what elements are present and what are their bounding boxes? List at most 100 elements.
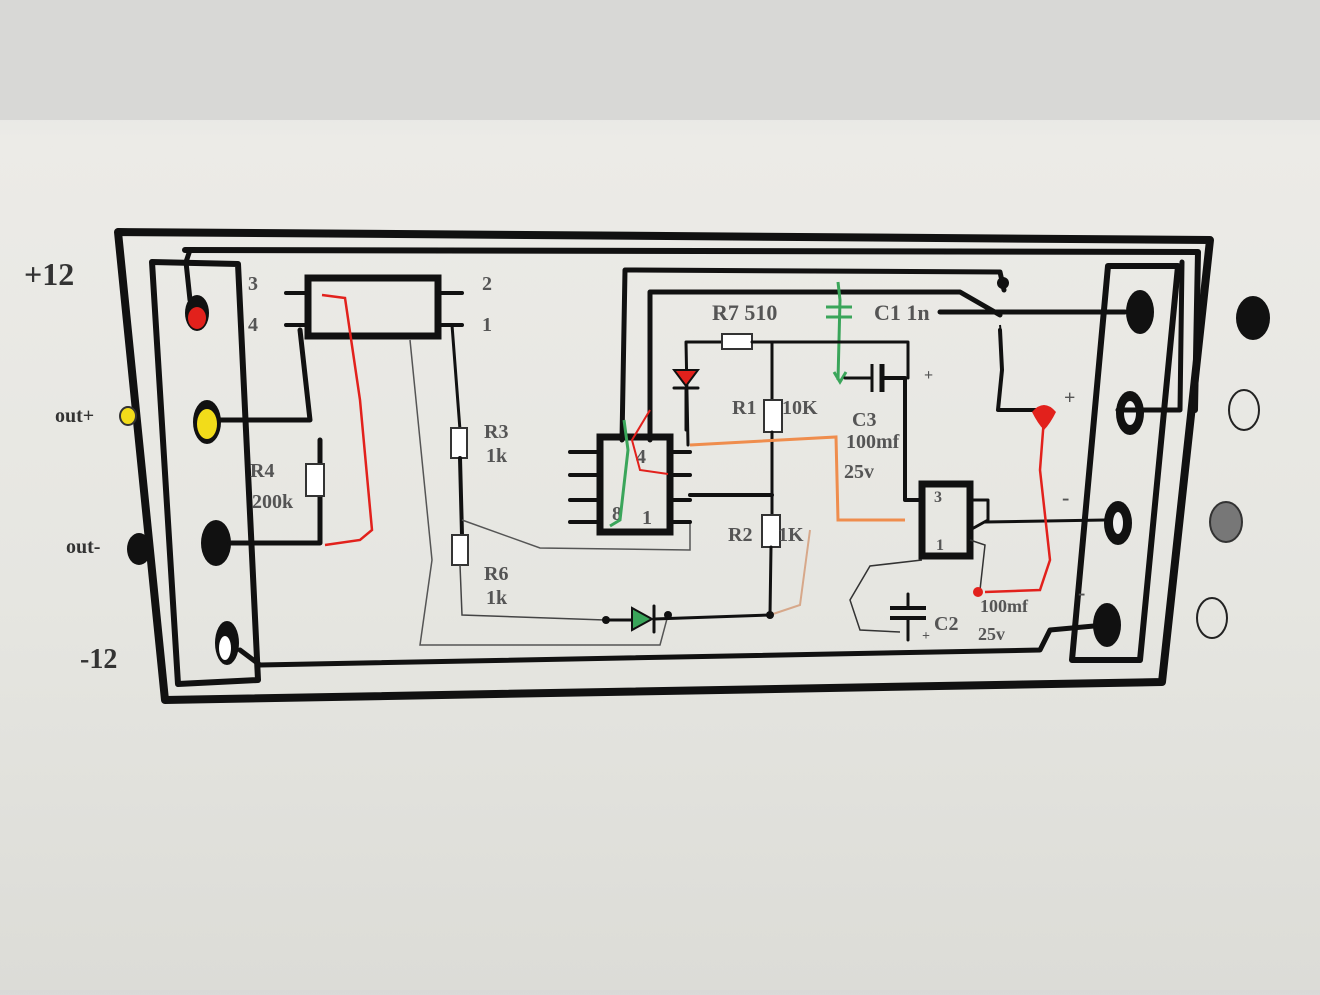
plus-mark: +	[1064, 387, 1075, 409]
diode-bottom	[631, 606, 655, 632]
label-out-minus: out-	[66, 536, 100, 558]
ic1-pin-8: 8	[612, 503, 622, 525]
tick-mark	[999, 324, 1002, 336]
ic1-chip	[596, 433, 674, 536]
r6-name: R6	[484, 563, 508, 585]
orange-wire	[689, 435, 905, 522]
ic2-pin-3: 3	[934, 489, 942, 506]
junction-dot	[766, 611, 774, 619]
yellow-marker	[197, 409, 217, 439]
c2-voltage: 25v	[978, 624, 1005, 644]
resistor-r4	[305, 463, 325, 497]
c1-label: C1 1n	[874, 300, 930, 325]
r1-value: 10K	[782, 397, 818, 419]
resistor-r3	[450, 427, 468, 459]
green-jumper-c1	[836, 281, 842, 381]
relay-pin-3: 3	[248, 273, 258, 295]
wire-r2-bottom	[768, 545, 773, 617]
diode-top	[672, 369, 700, 388]
wire-right-drop	[996, 328, 1042, 412]
r3-name: R3	[484, 421, 508, 443]
c2-plus: +	[922, 629, 930, 644]
green-jumper-ic	[609, 419, 630, 528]
c3-value: 100mf	[846, 431, 900, 453]
right-terminal-rail	[1069, 263, 1181, 663]
label-out-plus: out+	[55, 405, 94, 427]
r7-label: R7 510	[712, 300, 777, 325]
thin-wire-ic2	[969, 539, 986, 591]
r3-value: 1k	[486, 445, 508, 467]
wire-out-plus	[217, 327, 313, 423]
terminal-pad-r4	[1093, 603, 1121, 647]
minus-mark-b: -	[1078, 580, 1085, 605]
wire-top-inner	[647, 289, 1003, 443]
thin-wire-ic	[461, 519, 691, 551]
ic2-pin-1: 1	[936, 537, 944, 554]
relay-block	[304, 274, 442, 340]
white-marker	[219, 636, 231, 660]
c2-name: C2	[934, 613, 958, 635]
cap-c1	[826, 305, 852, 319]
thin-wire-c2	[849, 559, 923, 633]
out-minus-marker	[127, 533, 151, 565]
terminal-pad-out-minus	[201, 520, 231, 566]
relay-pin-1: 1	[482, 314, 492, 336]
ic1-pin-4: 4	[636, 446, 646, 468]
wire-r6-diode	[459, 564, 606, 621]
out-plus-marker	[119, 406, 137, 426]
resistor-r7	[721, 333, 753, 350]
r6-value: 1k	[486, 587, 508, 609]
red-marker	[188, 307, 206, 329]
wire-r7-right	[750, 340, 910, 380]
terminal-pad-r3-hole	[1113, 512, 1123, 534]
ic1-pins	[568, 450, 692, 524]
junction-dot	[664, 611, 672, 619]
r2-name: R2	[728, 524, 752, 546]
relay-pin-4: 4	[248, 314, 258, 336]
legend-dot-open	[1196, 597, 1228, 639]
wire-r3-r6	[458, 456, 464, 537]
resistor-r6	[451, 534, 469, 566]
wire-r2	[1115, 259, 1185, 413]
r4-value: 200k	[252, 491, 294, 513]
junction-dot	[997, 277, 1009, 289]
terminal-pad-r1	[1126, 290, 1154, 334]
red-jumper-right	[984, 417, 1052, 594]
r2-value: 1K	[778, 524, 804, 546]
c3-name: C3	[852, 409, 876, 431]
ic1-pin-1: 1	[642, 507, 652, 529]
wire-c3-right	[882, 376, 924, 502]
ic2-right-leads	[968, 498, 990, 532]
resistor-r1	[763, 399, 783, 433]
c3-voltage: 25v	[844, 461, 874, 483]
legend-dot-black	[1236, 296, 1270, 340]
red-jumper-relay	[321, 293, 374, 547]
r1-name: R1	[732, 397, 756, 419]
c2-value: 100mf	[980, 596, 1029, 616]
green-arrow	[832, 371, 848, 385]
screen-bezel-glare	[0, 0, 1320, 120]
top-rail-wire	[182, 247, 1201, 413]
ic2-regulator	[918, 480, 974, 560]
legend-dot-gray	[1209, 501, 1243, 543]
relay-leads	[284, 291, 464, 327]
wire-r7-left	[684, 340, 724, 447]
red-jumper-ic	[630, 409, 669, 475]
left-terminal-rail	[149, 259, 261, 687]
thin-brown-wire	[769, 529, 811, 616]
thin-wire-loop	[409, 339, 669, 646]
junction-dot	[602, 616, 610, 624]
wire-relay-pin1	[450, 323, 462, 432]
label-plus12: +12	[24, 256, 74, 292]
relay-pin-2: 2	[482, 273, 492, 295]
legend-dot-white	[1228, 389, 1260, 431]
c3-plus: +	[924, 367, 933, 384]
diode-lead-right	[652, 604, 772, 634]
red-dot	[973, 587, 983, 597]
wire-minus12-bus	[237, 623, 1097, 668]
r4-name: R4	[250, 460, 274, 482]
minus-mark-a: -	[1062, 485, 1069, 510]
label-minus12: -12	[80, 644, 117, 675]
